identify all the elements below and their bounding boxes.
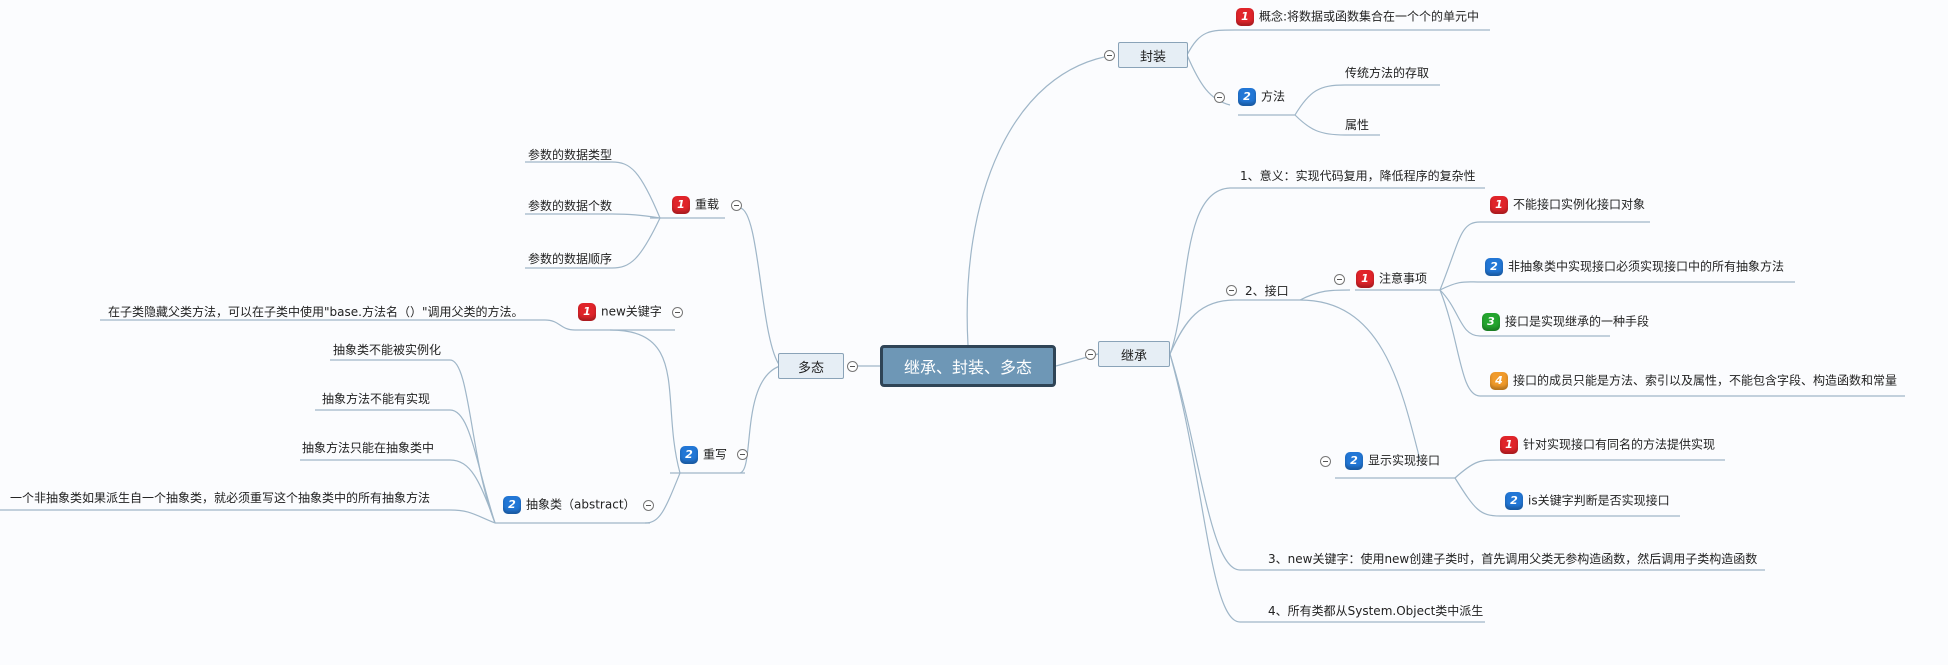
priority-2-icon: 2 [680, 446, 698, 464]
root-node[interactable]: 继承、封装、多态 [880, 345, 1056, 387]
link-fz-method [1186, 54, 1231, 106]
link-fz-concept [1186, 29, 1490, 56]
collapse-toggle-fengzhuang[interactable] [1104, 50, 1115, 61]
collapse-toggle-overload[interactable] [731, 200, 742, 211]
link-abs-2 [315, 409, 496, 524]
link-new-desc [100, 319, 576, 331]
link-jc-object [1169, 353, 1485, 623]
link-if-explicit [1299, 299, 1421, 461]
priority-1-icon: 1 [1490, 196, 1508, 214]
link-root-fengzhuang [966, 54, 1116, 346]
dt-abstract-item-3[interactable]: 抽象方法只能在抽象类中 [302, 441, 435, 455]
link-dt-overload [739, 207, 781, 367]
dt-overload-item-3[interactable]: 参数的数据顺序 [528, 252, 613, 266]
priority-1-icon: 1 [578, 303, 596, 321]
fz-method-item-2[interactable]: 属性 [1345, 118, 1370, 132]
link-abs-1 [330, 359, 496, 524]
node-jicheng[interactable]: 继承 [1098, 341, 1170, 367]
link-jc-interface [1169, 299, 1300, 355]
link-note-1 [1439, 221, 1650, 291]
link-dt-override [739, 365, 781, 474]
link-note-2 [1439, 281, 1795, 291]
link-note-3 [1439, 289, 1610, 337]
collapse-toggle-override[interactable] [737, 449, 748, 460]
priority-4-icon: 4 [1490, 372, 1508, 390]
jc-interface[interactable]: 2、接口 [1245, 284, 1289, 298]
priority-1-icon: 1 [1500, 436, 1518, 454]
collapse-toggle-explicit[interactable] [1320, 456, 1331, 467]
link-jc-new [1169, 353, 1765, 571]
node-duotai[interactable]: 多态 [778, 353, 844, 379]
fz-method-item-1[interactable]: 传统方法的存取 [1345, 66, 1430, 80]
dt-overload-item-1[interactable]: 参数的数据类型 [528, 148, 613, 162]
jc-new-keyword[interactable]: 3、new关键字：使用new创建子类时，首先调用父类无参构造函数，然后调用子类构… [1268, 552, 1758, 566]
collapse-toggle-interface[interactable] [1226, 285, 1237, 296]
link-ov-1 [525, 161, 661, 219]
link-if-notes [1299, 289, 1351, 301]
link-abs-4 [0, 509, 496, 524]
priority-2-icon: 2 [1345, 452, 1363, 470]
link-method-2 [1294, 114, 1380, 136]
link-ov-2 [525, 213, 661, 219]
priority-1-icon: 1 [672, 196, 690, 214]
dt-new-desc[interactable]: 在子类隐藏父类方法，可以在子类中使用"base.方法名（）"调用父类的方法。 [108, 305, 524, 319]
link-method-1 [1294, 84, 1440, 116]
node-fengzhuang[interactable]: 封装 [1118, 42, 1188, 68]
priority-2-icon: 2 [1505, 492, 1523, 510]
dt-overload-item-2[interactable]: 参数的数据个数 [528, 199, 613, 213]
collapse-toggle-new[interactable] [672, 307, 683, 318]
collapse-toggle-method[interactable] [1214, 92, 1225, 103]
link-abs-3 [300, 459, 496, 524]
collapse-toggle-abstract[interactable] [643, 500, 654, 511]
priority-2-icon: 2 [503, 496, 521, 514]
dt-abstract-item-2[interactable]: 抽象方法不能有实现 [322, 392, 431, 406]
collapse-toggle-duotai[interactable] [847, 361, 858, 372]
dt-abstract-item-4[interactable]: 一个非抽象类如果派生自一个抽象类，就必须重写这个抽象类中的所有抽象方法 [10, 491, 431, 505]
link-dt-new [609, 329, 681, 474]
priority-2-icon: 2 [1238, 88, 1256, 106]
link-jc-meaning [1169, 187, 1485, 355]
jc-meaning[interactable]: 1、意义：实现代码复用，降低程序的复杂性 [1240, 169, 1476, 183]
priority-1-icon: 1 [1356, 270, 1374, 288]
priority-1-icon: 1 [1236, 8, 1254, 26]
priority-3-icon: 3 [1482, 313, 1500, 331]
collapse-toggle-jicheng[interactable] [1085, 349, 1096, 360]
link-exp-1 [1454, 459, 1725, 479]
link-note-4 [1439, 289, 1905, 397]
link-exp-2 [1454, 477, 1680, 517]
jc-object[interactable]: 4、所有类都从System.Object类中派生 [1268, 604, 1484, 618]
dt-abstract-item-1[interactable]: 抽象类不能被实例化 [333, 343, 442, 357]
priority-2-icon: 2 [1485, 258, 1503, 276]
link-ov-abstract [644, 472, 681, 524]
collapse-toggle-notes[interactable] [1334, 274, 1345, 285]
link-ov-3 [525, 217, 661, 269]
